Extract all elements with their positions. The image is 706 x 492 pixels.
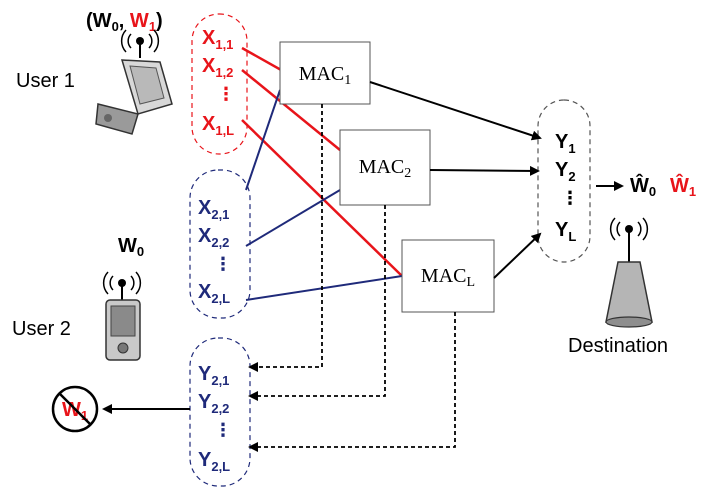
decoded-w1: Ŵ1 <box>670 173 696 199</box>
x22-label: X2,2 <box>198 225 229 250</box>
destination-output-group <box>537 99 591 263</box>
macl-box <box>401 239 495 313</box>
feedback-macl-y2l <box>248 312 456 452</box>
y1-label: Y1 <box>555 131 576 156</box>
y22-label: Y2,2 <box>198 391 229 416</box>
decoded-w0: Ŵ0 <box>630 173 656 199</box>
no-w1-icon: W1 <box>51 385 99 433</box>
svg-text:W1: W1 <box>62 399 88 423</box>
feedback-mac1-y21 <box>248 104 323 372</box>
user2-pda-icon <box>102 271 142 361</box>
line-x12-mac2 <box>241 69 341 151</box>
line-x21-mac1 <box>245 89 281 191</box>
line-x2l-macl <box>245 275 403 301</box>
x1-ellipsis: ⋮ <box>217 84 235 104</box>
y2-ellipsis: ⋮ <box>214 420 232 440</box>
user2-output-group <box>189 337 251 487</box>
feedback-mac2-y22 <box>248 205 386 401</box>
arrow-mac2-y2 <box>429 165 540 176</box>
x2l-label: X2,L <box>198 281 230 306</box>
y2-label: Y2 <box>555 159 576 184</box>
x12-label: X1,2 <box>202 55 233 80</box>
x2-ellipsis: ⋮ <box>214 254 232 274</box>
user2-message: W0 <box>118 235 144 259</box>
user1-label: User 1 <box>16 70 75 92</box>
mac2-label: MAC2 <box>359 156 412 181</box>
user1-input-group <box>191 13 248 155</box>
macl-label: MACL <box>421 265 475 290</box>
user1-phone-icon <box>95 29 173 135</box>
user2-label: User 2 <box>12 318 71 340</box>
mac1-box <box>279 41 371 105</box>
x11-label: X1,1 <box>202 27 233 52</box>
y21-label: Y2,1 <box>198 363 229 388</box>
destination-label: Destination <box>568 335 668 357</box>
x21-label: X2,1 <box>198 197 229 222</box>
mac1-label: MAC1 <box>299 63 352 88</box>
y-ellipsis: ⋮ <box>561 188 579 208</box>
yl-label: YL <box>555 219 576 244</box>
user1-messages: (W0, W1) <box>86 10 163 34</box>
arrow-mac1-y1 <box>369 81 542 141</box>
arrow-macl-yl <box>493 232 542 279</box>
base-station-icon <box>605 217 653 328</box>
line-x22-mac2 <box>245 189 341 247</box>
mac2-box <box>339 129 431 206</box>
x1l-label: X1,L <box>202 113 234 138</box>
y2l-label: Y2,L <box>198 449 230 474</box>
